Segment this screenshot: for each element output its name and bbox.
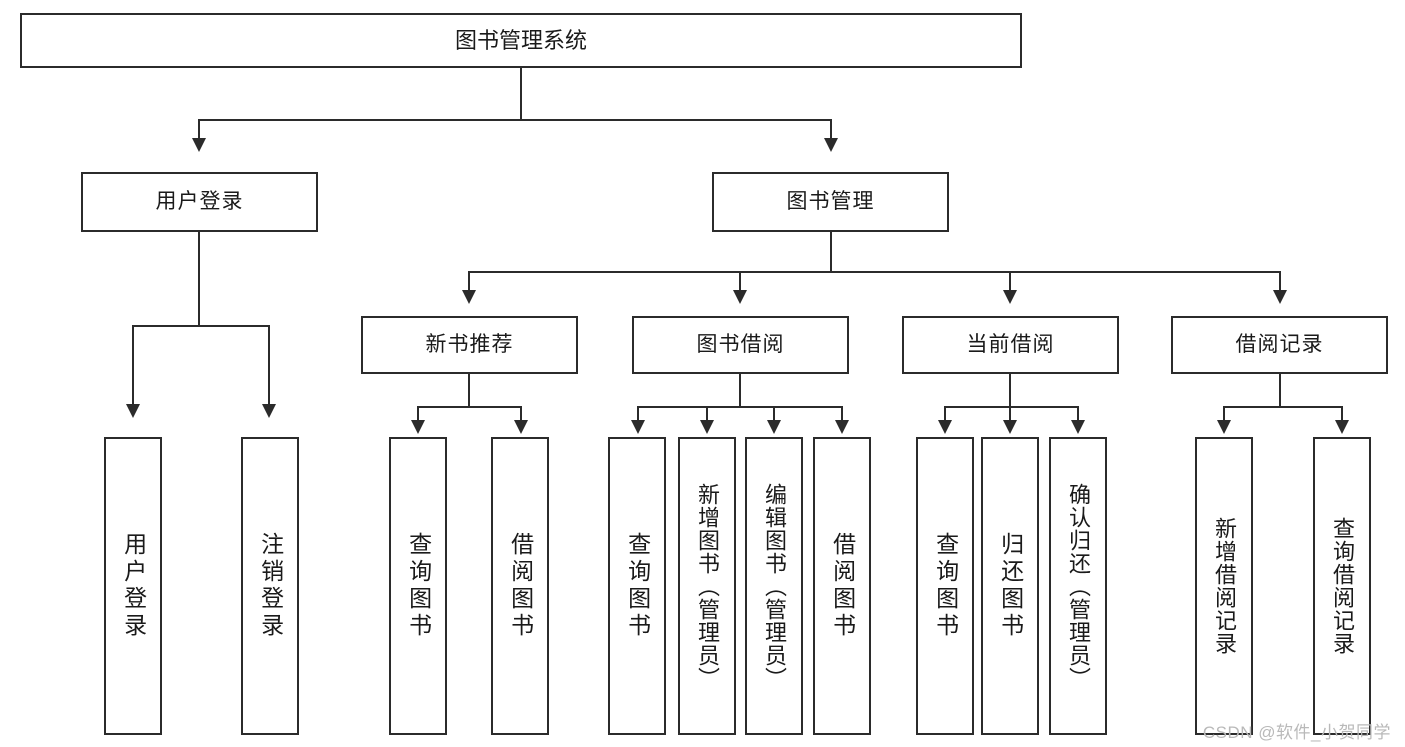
- arrowhead-new-book-leaf-2: [514, 420, 528, 434]
- node-label: 图书借阅: [696, 332, 785, 356]
- connector-book-mgmt-bus: [468, 271, 1280, 273]
- connector-current-borrow-leaf-3: [1077, 406, 1079, 422]
- leaf-query-book-recommend[interactable]: 查询图书: [389, 437, 447, 735]
- connector-borrow-record-leaf-1: [1223, 406, 1225, 422]
- connector-new-book-stem: [468, 374, 470, 407]
- leaf-query-borrow-record[interactable]: 查询借阅记录: [1313, 437, 1371, 735]
- arrowhead-current-borrow-leaf-2: [1003, 420, 1017, 434]
- watermark-text: CSDN @软件_小贺同学: [1202, 723, 1391, 742]
- node-label: 用户登录: [120, 532, 147, 640]
- node-label: 归还图书: [997, 532, 1024, 640]
- node-label: 查询图书: [624, 532, 651, 640]
- leaf-logout[interactable]: 注销登录: [241, 437, 299, 735]
- connector-user-login-to-leaf-1: [132, 325, 134, 409]
- arrowhead-user-login-leaf-1: [126, 404, 140, 418]
- connector-borrow-record-stem: [1279, 374, 1281, 407]
- connector-book-borrow-bus: [637, 406, 843, 408]
- node-borrow-record[interactable]: 借阅记录: [1171, 316, 1388, 374]
- node-label: 注销登录: [257, 532, 284, 640]
- arrowhead-book-borrow-leaf-3: [767, 420, 781, 434]
- arrowhead-book-borrow-leaf-1: [631, 420, 645, 434]
- node-label: 用户登录: [155, 189, 244, 213]
- leaf-borrow-book[interactable]: 借阅图书: [813, 437, 871, 735]
- node-label: 编辑图书（管理员）: [761, 482, 787, 690]
- connector-user-login-to-leaf-2: [268, 325, 270, 409]
- leaf-add-book-admin[interactable]: 新增图书（管理员）: [678, 437, 736, 735]
- connector-borrow-record-bus: [1223, 406, 1342, 408]
- arrowhead-book-borrow-leaf-4: [835, 420, 849, 434]
- node-label: 新增图书（管理员）: [694, 482, 720, 690]
- arrowhead-borrow-record-leaf-2: [1335, 420, 1349, 434]
- connector-book-mgmt-to-new-book: [468, 271, 470, 296]
- leaf-query-book-borrow[interactable]: 查询图书: [608, 437, 666, 735]
- connector-book-mgmt-to-borrow-record: [1279, 271, 1281, 296]
- arrowhead-borrow-record-leaf-1: [1217, 420, 1231, 434]
- connector-book-mgmt-to-current-borrow: [1009, 271, 1011, 296]
- node-user-login[interactable]: 用户登录: [81, 172, 318, 232]
- leaf-borrow-book-recommend[interactable]: 借阅图书: [491, 437, 549, 735]
- arrowhead-root-to-user-login: [192, 138, 206, 152]
- connector-borrow-record-leaf-2: [1341, 406, 1343, 422]
- node-book-borrow[interactable]: 图书借阅: [632, 316, 849, 374]
- connector-root-to-book-mgmt: [830, 119, 832, 144]
- connector-root-bus: [198, 119, 832, 121]
- arrowhead-book-borrow: [733, 290, 747, 304]
- connector-book-borrow-stem: [739, 374, 741, 407]
- connector-book-borrow-leaf-2: [706, 406, 708, 422]
- node-label: 新书推荐: [425, 332, 514, 356]
- leaf-query-book-current[interactable]: 查询图书: [916, 437, 974, 735]
- connector-book-mgmt-stem: [830, 232, 832, 272]
- arrowhead-book-borrow-leaf-2: [700, 420, 714, 434]
- connector-root-to-user-login: [198, 119, 200, 144]
- node-label: 图书管理: [786, 189, 875, 213]
- connector-book-borrow-leaf-1: [637, 406, 639, 422]
- connector-new-book-leaf-1: [417, 406, 419, 422]
- arrowhead-current-borrow-leaf-1: [938, 420, 952, 434]
- connector-current-borrow-stem: [1009, 374, 1011, 407]
- arrowhead-new-book: [462, 290, 476, 304]
- arrowhead-current-borrow: [1003, 290, 1017, 304]
- arrowhead-new-book-leaf-1: [411, 420, 425, 434]
- node-label: 借阅记录: [1235, 332, 1324, 356]
- connector-current-borrow-leaf-2: [1009, 406, 1011, 422]
- node-label: 当前借阅: [966, 332, 1055, 356]
- node-current-borrow[interactable]: 当前借阅: [902, 316, 1119, 374]
- node-label: 查询图书: [932, 532, 959, 640]
- connector-new-book-bus: [417, 406, 521, 408]
- arrowhead-root-to-book-mgmt: [824, 138, 838, 152]
- leaf-user-login[interactable]: 用户登录: [104, 437, 162, 735]
- node-label: 查询借阅记录: [1329, 517, 1355, 655]
- leaf-edit-book-admin[interactable]: 编辑图书（管理员）: [745, 437, 803, 735]
- connector-book-borrow-leaf-4: [841, 406, 843, 422]
- node-label: 图书管理系统: [454, 27, 587, 53]
- node-new-book-recommend[interactable]: 新书推荐: [361, 316, 578, 374]
- node-label: 借阅图书: [829, 532, 856, 640]
- leaf-add-borrow-record[interactable]: 新增借阅记录: [1195, 437, 1253, 735]
- connector-root-stem: [520, 68, 522, 120]
- connector-book-borrow-leaf-3: [773, 406, 775, 422]
- arrowhead-user-login-leaf-2: [262, 404, 276, 418]
- leaf-confirm-return-admin[interactable]: 确认归还（管理员）: [1049, 437, 1107, 735]
- arrowhead-borrow-record: [1273, 290, 1287, 304]
- node-label: 新增借阅记录: [1211, 517, 1237, 655]
- node-label: 查询图书: [405, 532, 432, 640]
- node-label: 确认归还（管理员）: [1065, 482, 1091, 690]
- node-book-management[interactable]: 图书管理: [712, 172, 949, 232]
- arrowhead-current-borrow-leaf-3: [1071, 420, 1085, 434]
- connector-book-mgmt-to-book-borrow: [739, 271, 741, 296]
- connector-current-borrow-bus: [944, 406, 1078, 408]
- connector-user-login-stem: [198, 232, 200, 326]
- node-label: 借阅图书: [507, 532, 534, 640]
- connector-current-borrow-leaf-1: [944, 406, 946, 422]
- node-root-system[interactable]: 图书管理系统: [20, 13, 1022, 68]
- connector-new-book-leaf-2: [520, 406, 522, 422]
- connector-user-login-bus: [132, 325, 268, 327]
- leaf-return-book[interactable]: 归还图书: [981, 437, 1039, 735]
